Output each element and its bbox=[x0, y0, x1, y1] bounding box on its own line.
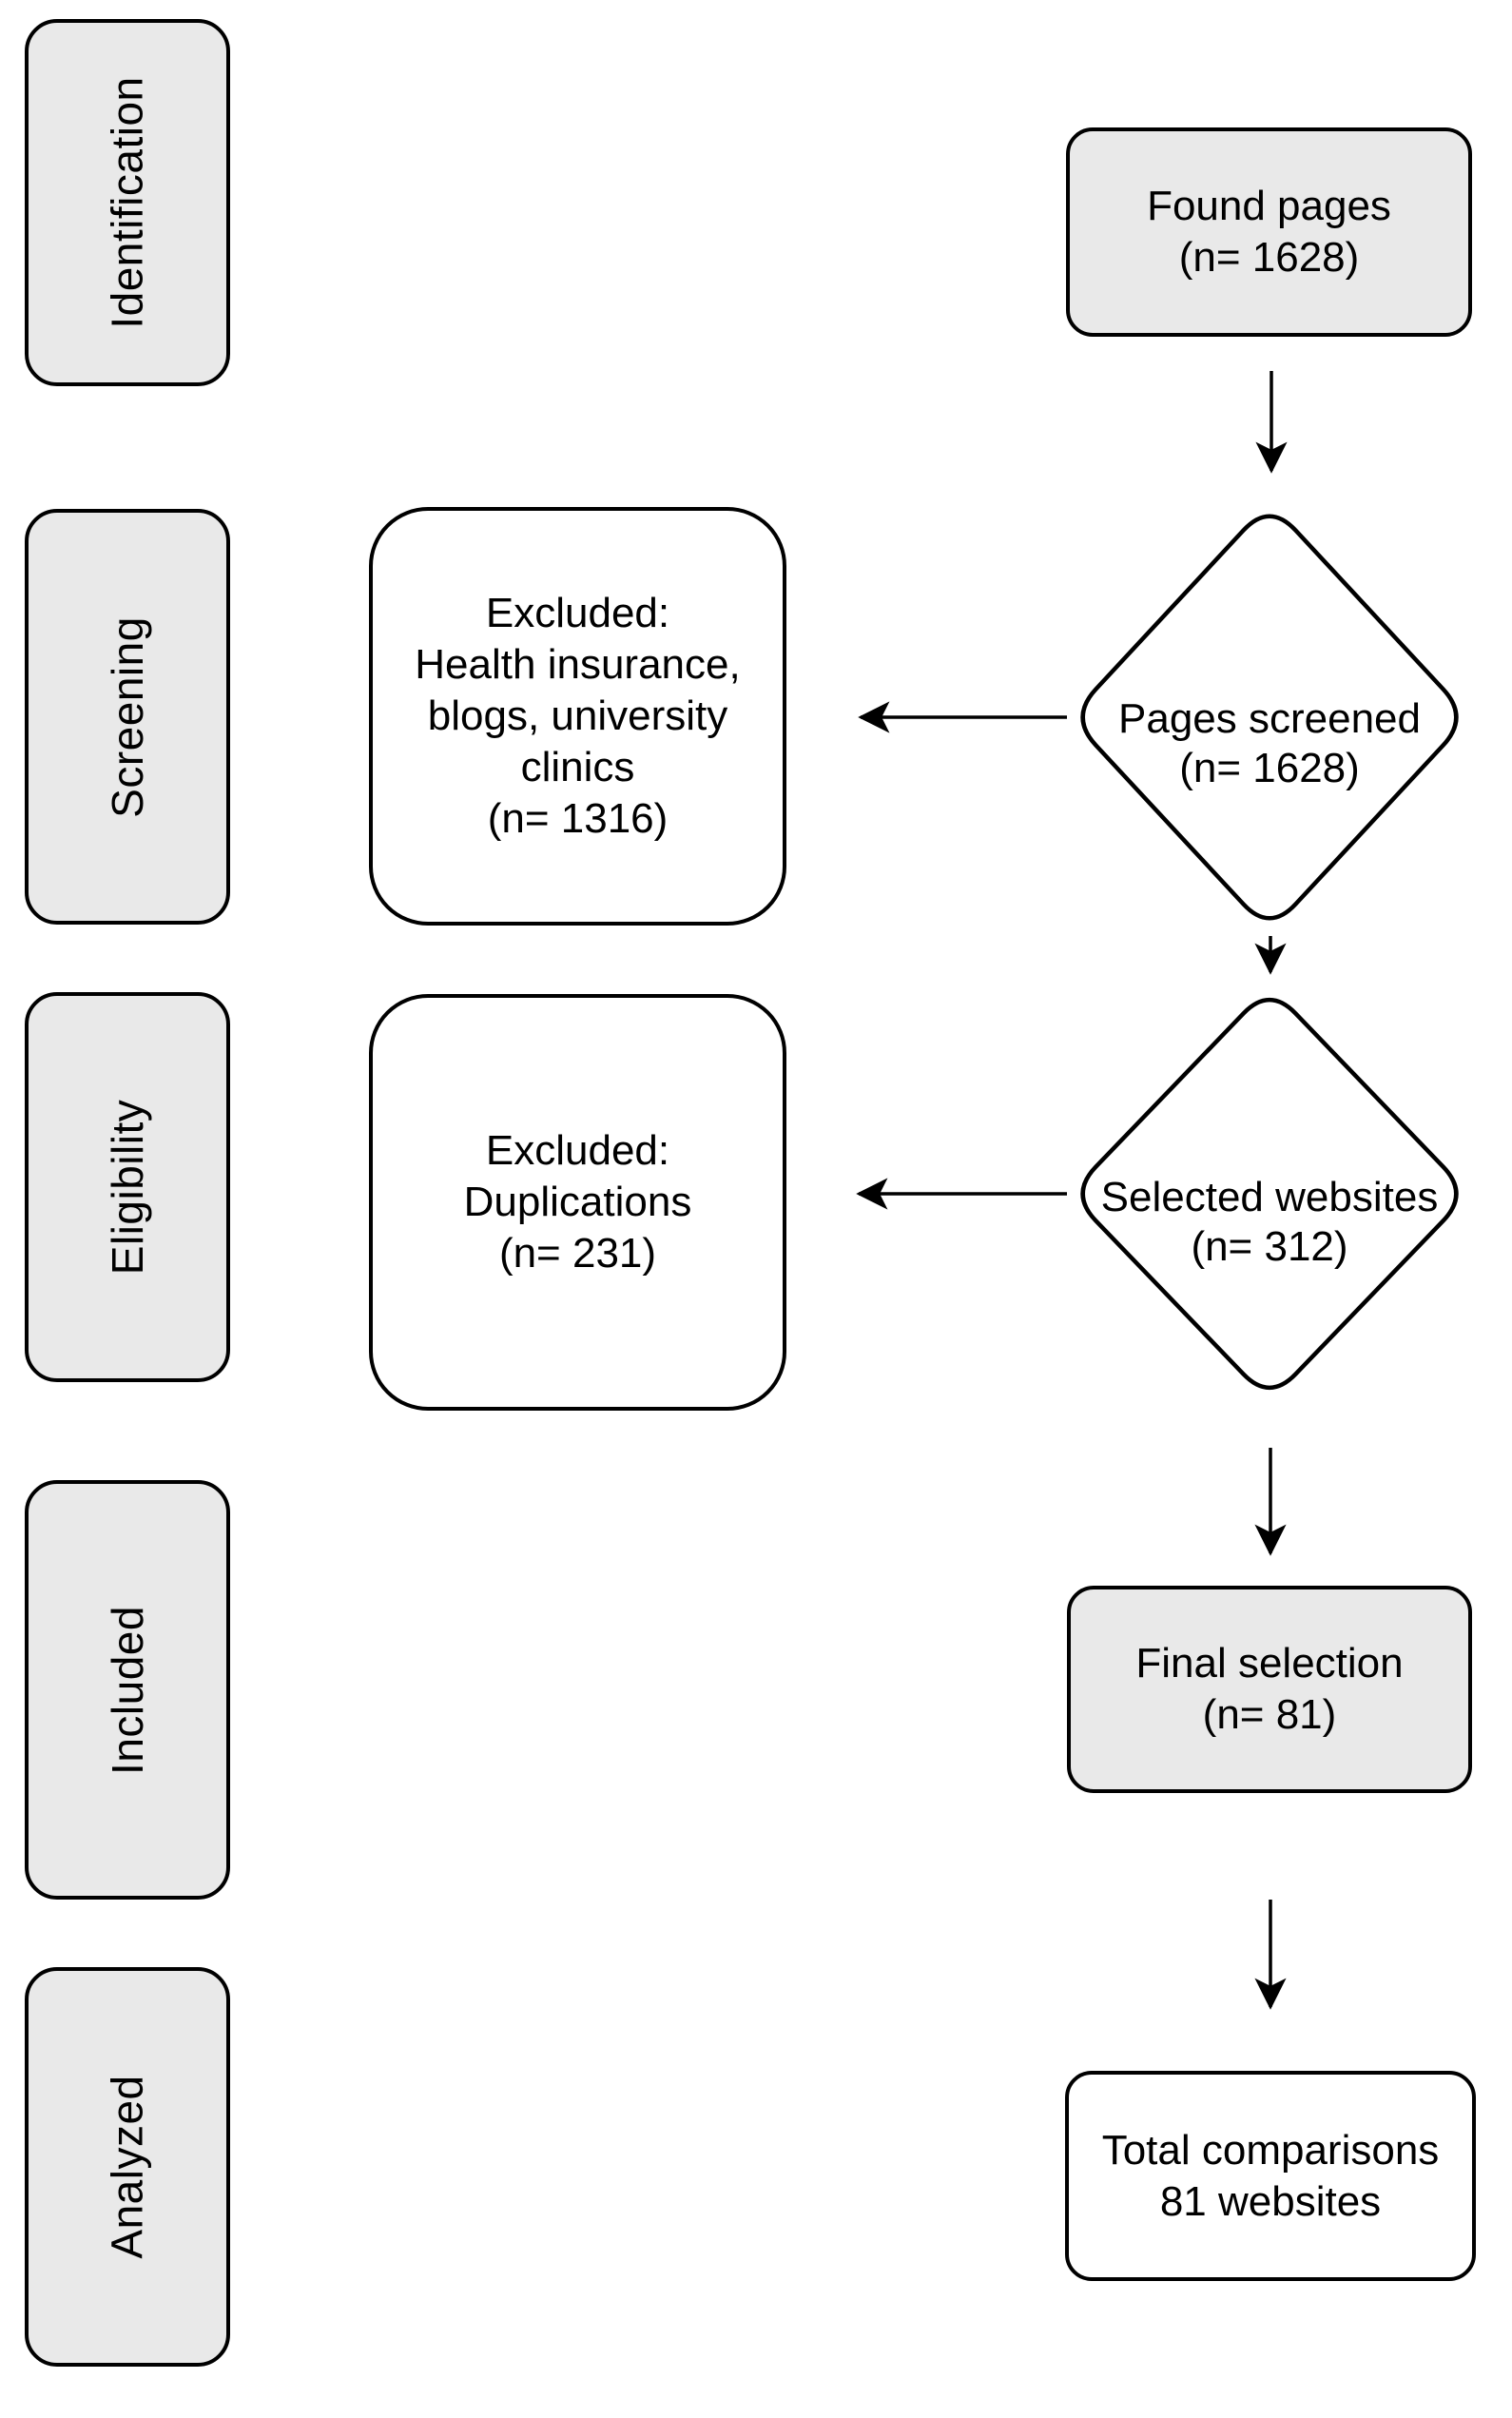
text-line: Duplications bbox=[463, 1179, 692, 1225]
final-selection-node: Final selection(n= 81) bbox=[1067, 1586, 1472, 1793]
text-line: (n= 1316) bbox=[487, 795, 669, 842]
text-line: 81 websites bbox=[1159, 2177, 1382, 2225]
stage-identification-label: Identification bbox=[103, 76, 152, 329]
text-line: (n= 1628) bbox=[1179, 745, 1360, 791]
text-line: Total comparisons bbox=[1101, 2126, 1440, 2174]
stage-screening-label: Screening bbox=[103, 615, 153, 818]
stage-identification: Identification bbox=[25, 19, 230, 386]
selected-websites-label: Selected websites(n= 312) bbox=[1070, 1173, 1469, 1272]
text-line: (n= 312) bbox=[1191, 1223, 1348, 1270]
text-line: clinics bbox=[520, 744, 635, 790]
text-line: Final selection bbox=[1135, 1640, 1404, 1687]
stage-screening: Screening bbox=[25, 509, 230, 925]
excluded-duplications-node: Excluded: Duplications (n= 231) bbox=[369, 994, 786, 1411]
selected-websites-diamond bbox=[1080, 998, 1459, 1390]
text-line: (n= 1628) bbox=[1178, 234, 1360, 281]
text-line: Excluded: bbox=[485, 590, 670, 636]
pages-screened-label: Pages screened(n= 1628) bbox=[1070, 694, 1469, 793]
stage-eligibility-label: Eligibility bbox=[102, 1099, 152, 1276]
text-line: Excluded: bbox=[485, 1127, 670, 1174]
text-line: blogs, university bbox=[427, 692, 728, 739]
excluded-screening-node: Excluded: Health insurance,blogs, univers… bbox=[369, 507, 786, 926]
text-line: Pages screened bbox=[1118, 695, 1421, 742]
stage-analyzed-label: Analyzed bbox=[102, 2075, 152, 2259]
text-line: Selected websites bbox=[1100, 1174, 1439, 1220]
text-line: (n= 231) bbox=[498, 1230, 657, 1277]
pages-screened-diamond bbox=[1080, 514, 1459, 921]
text-line: Found pages bbox=[1147, 183, 1391, 229]
stage-included: Included bbox=[25, 1480, 230, 1900]
stage-eligibility: Eligibility bbox=[25, 992, 230, 1382]
stage-analyzed: Analyzed bbox=[25, 1967, 230, 2367]
found-pages-node: Found pages (n= 1628) bbox=[1066, 127, 1472, 337]
text-line: Health insurance, bbox=[415, 641, 741, 688]
stage-included-label: Included bbox=[102, 1605, 152, 1775]
text-line: (n= 81) bbox=[1202, 1691, 1337, 1738]
